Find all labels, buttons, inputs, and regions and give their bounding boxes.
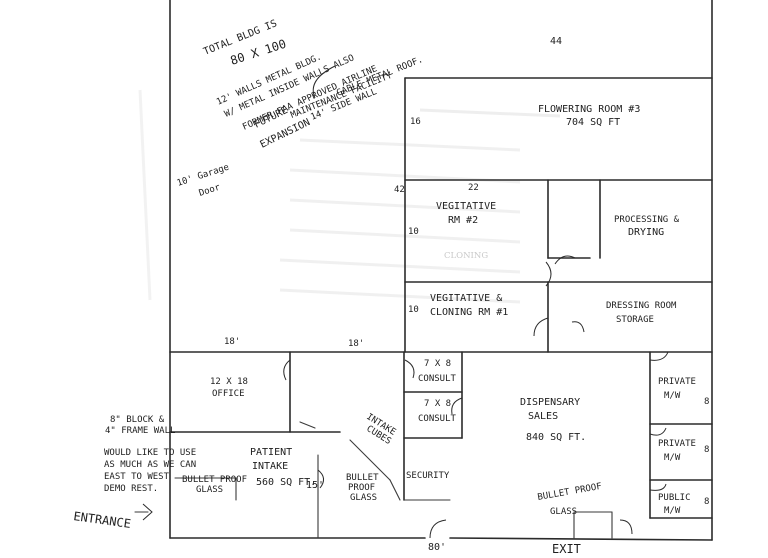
bulletproof-glass-c-line1: BULLET PROOF [537, 482, 603, 503]
exit-label: EXIT [552, 542, 581, 556]
block-wall-line1: 8" BLOCK & [110, 415, 165, 425]
dim-16: 16 [410, 117, 421, 127]
room-intake-line3: 560 SQ FT. [256, 477, 316, 488]
room-labels: FLOWERING ROOM #3 704 SQ FT VEGITATIVE R… [182, 104, 696, 517]
dim-8a: 8 [704, 397, 709, 407]
private-mw-a-line2: M/W [664, 391, 681, 401]
block-wall-line5: EAST TO WEST [104, 472, 170, 482]
garage-door-line2: Door [198, 182, 222, 198]
room-consult2-line2: CONSULT [418, 414, 457, 424]
block-wall-line3: WOULD LIKE TO USE [104, 448, 196, 458]
entrance-label: ENTRANCE [73, 509, 132, 531]
room-flowering-line2: 704 SQ FT [566, 117, 620, 128]
dim-80: 80' [428, 542, 446, 553]
block-wall-line6: DEMO REST. [104, 484, 158, 494]
room-dressing-line1: DRESSING ROOM [606, 301, 677, 311]
dim-18a: 18' [224, 337, 240, 347]
public-mw-line2: M/W [664, 506, 681, 516]
bulletproof-glass-b-line2: PROOF [348, 483, 375, 493]
private-mw-b-line2: M/W [664, 453, 681, 463]
bulletproof-glass-a-line2: GLASS [196, 485, 223, 495]
bulletproof-glass-b-line1: BULLET [346, 473, 379, 483]
grow-area-walls [169, 77, 713, 353]
dimension-labels: 44 16 42 10 10 22 18' 18' 15' 80' 8 8 8 [224, 36, 709, 553]
room-veg1-line1: VEGITATIVE & [430, 293, 502, 304]
room-veg2-line1: VEGITATIVE [436, 201, 496, 212]
dim-8c: 8 [704, 497, 709, 507]
security-label: SECURITY [406, 471, 450, 481]
garage-door-line1: 10' Garage [176, 163, 231, 189]
room-dispensary-line3: 840 SQ FT. [526, 432, 586, 443]
bulletproof-glass-c-line2: GLASS [550, 507, 577, 517]
room-intake-line2: INTAKE [252, 461, 288, 472]
room-intake-line1: PATIENT [250, 447, 292, 458]
room-consult2-line1: 7 X 8 [424, 399, 451, 409]
block-wall-line4: AS MUCH AS WE CAN [104, 460, 196, 470]
room-dispensary-line1: DISPENSARY [520, 397, 580, 408]
dim-15: 15' [306, 480, 324, 491]
room-office-line2: OFFICE [212, 389, 245, 399]
future-expansion-line1: FUTURE [252, 105, 289, 131]
bulletproof-glass-b-line3: GLASS [350, 493, 377, 503]
public-mw-line1: PUBLIC [658, 493, 691, 503]
dim-10a: 10 [408, 227, 419, 237]
room-dispensary-line2: SALES [528, 411, 558, 422]
front-office-walls [169, 351, 713, 539]
dim-top-44: 44 [550, 36, 562, 47]
dim-42: 42 [394, 185, 405, 195]
private-mw-b-line1: PRIVATE [658, 439, 696, 449]
door-swings [283, 255, 669, 539]
room-flowering-line1: FLOWERING ROOM #3 [538, 104, 640, 115]
exterior-walls [169, 0, 713, 541]
dim-10b: 10 [408, 305, 419, 315]
annotation-arrows [134, 65, 336, 521]
room-office-line1: 12 X 18 [210, 377, 248, 387]
room-consult1-line1: 7 X 8 [424, 359, 451, 369]
block-wall-line2: 4" FRAME WALL [105, 426, 175, 436]
dim-8b: 8 [704, 445, 709, 455]
room-processing-line1: PROCESSING & [614, 215, 680, 225]
room-cloning-ghost: CLONING [444, 251, 488, 261]
dim-18b: 18' [348, 339, 364, 349]
dim-22: 22 [468, 183, 479, 193]
private-mw-a-line1: PRIVATE [658, 377, 696, 387]
room-consult1-line2: CONSULT [418, 374, 457, 384]
room-processing-line2: DRYING [628, 227, 664, 238]
room-veg2-line2: RM #2 [448, 215, 478, 226]
room-veg1-line2: CLONING RM #1 [430, 307, 508, 318]
bulletproof-glass-a-line1: BULLET PROOF [182, 475, 247, 485]
room-dressing-line2: STORAGE [616, 315, 654, 325]
